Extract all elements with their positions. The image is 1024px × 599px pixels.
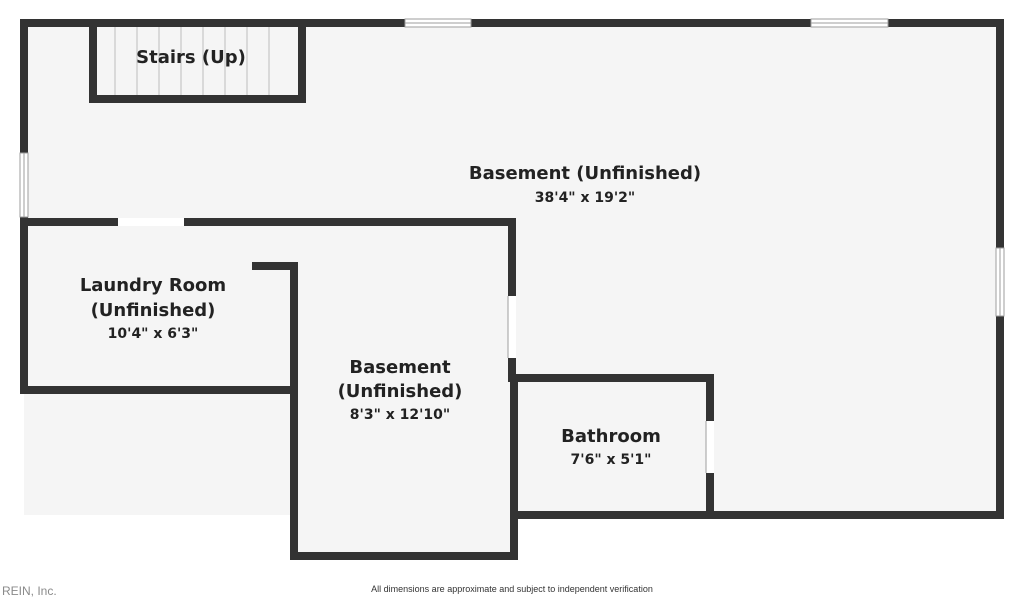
laundry-label-line1: Laundry Room xyxy=(80,275,226,296)
laundry-label-line2: (Unfinished) xyxy=(91,300,216,321)
outer-wall xyxy=(20,19,1004,560)
doorway-opening xyxy=(118,218,184,226)
doorway-opening xyxy=(508,296,516,358)
doorway-opening xyxy=(706,421,714,473)
main-room-label: Basement (Unfinished) xyxy=(469,163,701,184)
main-room-dims: 38'4" x 19'2" xyxy=(535,190,635,206)
windows xyxy=(19,18,1005,473)
laundry-floor xyxy=(24,222,294,390)
laundry-divider-wall xyxy=(252,262,298,394)
small-basement-floor xyxy=(294,222,514,556)
bathroom-dims: 7'6" x 5'1" xyxy=(571,452,652,468)
stairs-treads xyxy=(114,27,270,95)
laundry-dims: 10'4" x 6'3" xyxy=(108,326,199,342)
small-basement-dims: 8'3" x 12'10" xyxy=(350,407,450,423)
disclaimer-text: All dimensions are approximate and subje… xyxy=(371,584,653,594)
copyright-notice: REIN, Inc. xyxy=(2,584,57,598)
small-basement-label-line1: Basement xyxy=(349,357,451,378)
bathroom-label: Bathroom xyxy=(561,426,661,447)
small-basement-label-line2: (Unfinished) xyxy=(338,381,463,402)
stairs-wall xyxy=(89,19,306,103)
stairs-label: Stairs (Up) xyxy=(136,47,246,68)
